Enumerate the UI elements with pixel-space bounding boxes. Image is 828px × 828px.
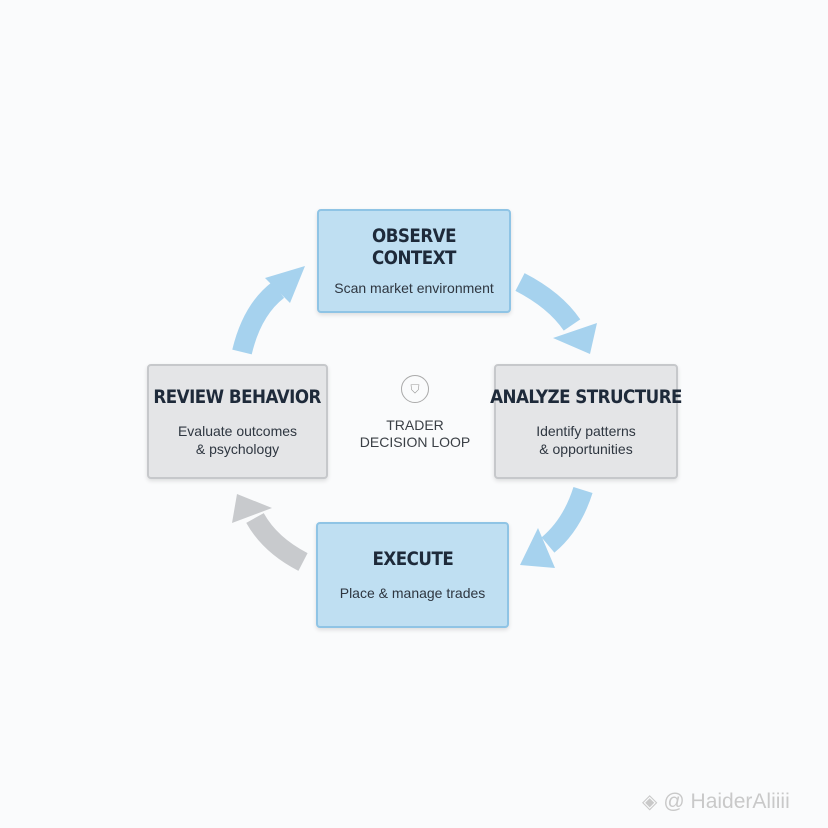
step-description: Evaluate outcomes& psychology [178, 422, 297, 458]
step-description-line: Evaluate outcomes [177, 422, 298, 439]
step-title: REVIEW BEHAVIOR [153, 385, 322, 408]
step-review-behavior: REVIEW BEHAVIOR Evaluate outcomes& psych… [147, 364, 328, 479]
arrow-execute-to-review [246, 512, 308, 571]
center-title-line: TRADER [386, 417, 444, 433]
step-execute: EXECUTE Place & manage trades [316, 522, 509, 628]
center-title-line: DECISION LOOP [359, 434, 471, 450]
arrow-head-review-to-observe [265, 266, 305, 303]
step-description-line: & opportunities [539, 440, 633, 457]
binance-logo-icon: ◈ [642, 791, 658, 813]
step-description-line: Identify patterns [536, 422, 636, 439]
step-title: OBSERVE CONTEXT [372, 225, 456, 269]
step-title: ANALYZE STRUCTURE [490, 385, 682, 408]
step-description: Scan market environment [334, 280, 494, 296]
step-description-line: & psychology [195, 440, 280, 457]
step-description: Place & manage trades [339, 585, 486, 601]
shield-clock-icon: ⛉ [401, 375, 429, 403]
step-description: Identify patterns& opportunities [536, 422, 636, 458]
arrow-head-execute-to-review [232, 494, 272, 523]
arrow-review-to-observe [232, 282, 285, 355]
step-analyze-structure: ANALYZE STRUCTURE Identify patterns& opp… [490, 364, 682, 479]
arrow-head-analyze-to-execute [520, 528, 555, 568]
watermark: ◈ @ HaiderAliiii [642, 789, 790, 814]
step-title: EXECUTE [372, 548, 453, 570]
arrow-head-observe-to-analyze [553, 323, 597, 354]
arrow-observe-to-analyze [515, 273, 581, 331]
arrow-analyze-to-execute [541, 486, 593, 553]
step-observe-context: OBSERVE CONTEXT Scan market environment [317, 209, 511, 313]
watermark-text: @ HaiderAliiii [663, 789, 790, 813]
